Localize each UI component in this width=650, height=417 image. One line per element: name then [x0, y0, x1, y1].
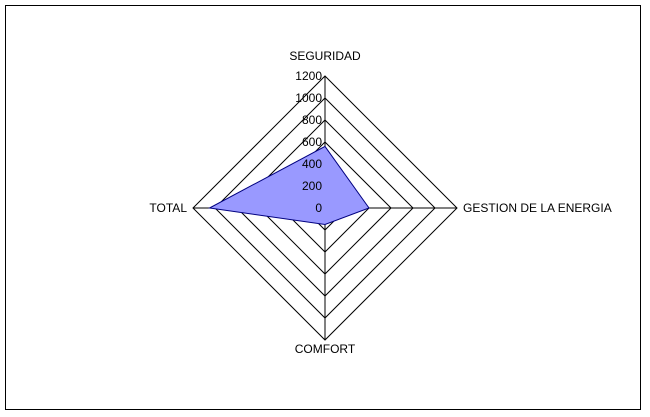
- tick-label-0: 0: [315, 201, 322, 215]
- radar-tick-labels: 0 200 400 600 800 1000 1200: [295, 69, 322, 215]
- radar-category-labels: SEGURIDAD GESTION DE LA ENERGIA COMFORT TOT…: [149, 49, 611, 356]
- tick-label-400: 400: [302, 157, 322, 171]
- category-label-3: TOTAL: [149, 201, 187, 215]
- tick-label-600: 600: [302, 135, 322, 149]
- category-label-0: SEGURIDAD: [289, 49, 361, 63]
- tick-label-1200: 1200: [295, 69, 322, 83]
- category-label-2: COMFORT: [295, 342, 356, 356]
- tick-label-200: 200: [302, 179, 322, 193]
- tick-label-800: 800: [302, 113, 322, 127]
- tick-label-1000: 1000: [295, 91, 322, 105]
- radar-series: [207, 145, 370, 226]
- series-area-0: [207, 145, 370, 226]
- category-label-1: GESTION DE LA ENERGIA: [463, 201, 612, 215]
